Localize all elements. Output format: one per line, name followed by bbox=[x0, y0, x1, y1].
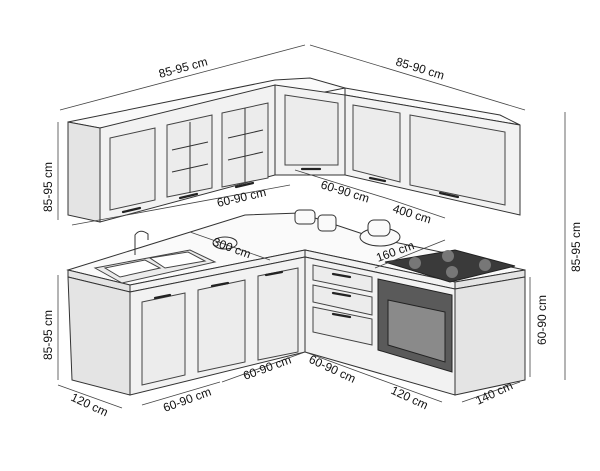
label-counter-back-right: 400 cm bbox=[391, 201, 433, 226]
cookware bbox=[212, 209, 401, 250]
upper-cabinets-left bbox=[67, 77, 346, 223]
sink bbox=[93, 230, 217, 284]
label-right-total-height: 85-95 cm bbox=[569, 222, 583, 272]
upper-cabinets-right bbox=[274, 84, 521, 216]
label-base-front-1: 60-90 cm bbox=[161, 385, 213, 415]
label-right-base-height: 60-90 cm bbox=[535, 295, 549, 345]
base-cabinets-right bbox=[304, 256, 526, 396]
label-base-front-4: 120 cm bbox=[389, 383, 431, 412]
gas-hob bbox=[384, 249, 516, 283]
label-upper-left-height: 85-95 cm bbox=[41, 162, 55, 212]
base-cabinets-left bbox=[67, 256, 306, 396]
label-base-left-side: 120 cm bbox=[69, 390, 111, 419]
label-counter-back-corner: 60-90 cm bbox=[319, 177, 371, 205]
dimension-lines bbox=[57, 44, 566, 409]
label-base-left-height: 85-95 cm bbox=[41, 310, 55, 360]
